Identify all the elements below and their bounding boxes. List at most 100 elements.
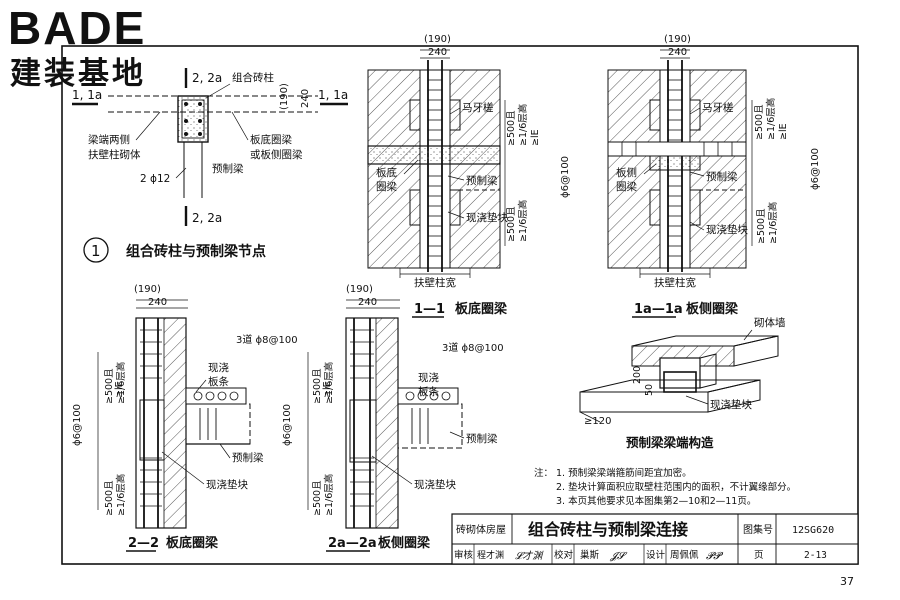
checker-name: 巢斯 [580, 549, 600, 561]
section-mark-2-top: 2, 2a [192, 71, 222, 85]
dim-phi: ϕ6@100 [560, 156, 571, 198]
section-2a-2a: (190) 240 3道 ϕ8@100 现浇 板条 预制梁 现浇垫块 ≥500且 [282, 284, 504, 552]
dim-200: 200 [632, 366, 643, 384]
label-slab-1: 板底 [376, 166, 397, 179]
label-slab-2: 圈梁 [616, 180, 637, 193]
dim-le: ≥lE [322, 381, 333, 398]
section-1-1: (190) 240 马牙槎 板底 圈梁 预制梁 现浇垫块 [367, 34, 571, 318]
section-title: 板底圈梁 [455, 301, 508, 317]
designer-name: 周佩佩 [670, 549, 699, 561]
section-2-2: (190) 240 3道 ϕ8@100 现浇 板条 预制梁 现浇垫块 [72, 284, 298, 552]
reviewer-name: 程才渊 [477, 549, 504, 561]
drawing-category: 砖砌体房屋 [456, 523, 506, 536]
section-title: 板侧圈梁 [378, 535, 431, 551]
section-mark-1-left: 1, 1a [72, 88, 102, 102]
dim-500-lower: ≥500且 [756, 208, 767, 244]
title-block: 砖砌体房屋 组合砖柱与预制梁连接 图集号 12SG620 审核 程才渊 𝓛才渊 … [451, 513, 859, 565]
review-label: 审核 [454, 549, 474, 561]
dim-16-upper: ≥1/6层高 [115, 362, 127, 404]
label-maya: 马牙槎 [702, 101, 734, 114]
label-slab-2: 圈梁 [376, 180, 397, 193]
label-strip-1: 现浇 [208, 361, 229, 374]
dim-190: (190) [664, 34, 691, 45]
label-ring-2: 或板侧圈梁 [250, 148, 303, 161]
dim-500-upper: ≥500且 [506, 110, 517, 146]
label-precast: 预制梁 [706, 170, 738, 183]
label-pad: 现浇垫块 [466, 211, 508, 224]
dim-phi: ϕ6@100 [72, 404, 83, 446]
label-precast: 预制梁 [466, 174, 498, 187]
dim-240: 240 [358, 297, 377, 308]
dim-le: ≥lE [530, 129, 541, 146]
detail-1-number: 1 [91, 242, 101, 260]
label-maya: 马牙槎 [462, 101, 494, 114]
label-composite-column: 组合砖柱 [232, 71, 274, 84]
section-number: 1a—1a [634, 302, 683, 317]
notes: 注： 1. 预制梁梁端箍筋间距宜加密。 2. 垫块计算面积应取壁柱范围内的面积，… [534, 467, 796, 507]
dim-16-lower: ≥1/6层高 [323, 474, 335, 516]
label-wall-2: 扶壁柱砌体 [88, 148, 141, 161]
detail-title: 预制梁梁端构造 [626, 435, 714, 450]
page-number: 37 [840, 575, 854, 588]
dim-240: 240 [300, 89, 311, 108]
label-precast: 预制梁 [212, 162, 244, 175]
dim-500-upper: ≥500且 [312, 368, 323, 404]
dim-190: (190) [346, 284, 373, 295]
label-pad: 现浇垫块 [706, 223, 748, 236]
atlas-label: 图集号 [743, 523, 773, 536]
dim-50: 50 [644, 384, 655, 396]
designer-signature: 𝓟𝓟 [706, 551, 723, 562]
label-stirrup: 3道 ϕ8@100 [236, 333, 298, 346]
dim-16-lower: ≥1/6层高 [517, 200, 529, 242]
dim-16-upper: ≥1/6层高 [517, 104, 529, 146]
label-strip-2: 板条 [418, 385, 439, 398]
section-number: 1—1 [414, 302, 445, 317]
dim-16-lower: ≥1/6层高 [767, 202, 779, 244]
note-item: 3. 本页其他要求见本图集第2—10和2—11页。 [556, 495, 756, 507]
dim-500-upper: ≥500且 [754, 104, 765, 140]
check-label: 校对 [554, 549, 574, 561]
dim-240: 240 [668, 47, 687, 58]
dim-120: ≥120 [584, 416, 611, 427]
page-label: 页 [754, 550, 764, 561]
section-mark-2-bottom: 2, 2a [192, 211, 222, 225]
reviewer-signature: 𝓛才渊 [515, 550, 544, 562]
section-title: 板底圈梁 [166, 535, 219, 551]
label-precast: 预制梁 [466, 432, 498, 445]
section-number: 2a—2a [328, 536, 377, 551]
label-precast: 预制梁 [232, 451, 264, 464]
page-code: 2-13 [804, 550, 827, 561]
dim-500-lower: ≥500且 [506, 206, 517, 242]
section-number: 2—2 [128, 536, 159, 551]
label-wall-1: 梁端两侧 [88, 133, 130, 146]
note-item: 1. 预制梁梁端箍筋间距宜加密。 [556, 467, 692, 479]
dim-le: ≥lE [114, 381, 125, 398]
label-wall: 砌体墙 [754, 316, 786, 329]
dim-le: ≥lE [778, 123, 789, 140]
detail-1-title: 组合砖柱与预制梁节点 [126, 243, 266, 260]
detail-1-plan: 2, 2a 1, 1a 1, 1a 2, 2a 组合砖柱 (190) 240 梁… [72, 68, 348, 263]
design-label: 设计 [646, 549, 666, 561]
dim-190: (190) [279, 83, 290, 110]
dim-16-upper: ≥1/6层高 [323, 362, 335, 404]
section-mark-1-right: 1, 1a [318, 88, 348, 102]
dim-190: (190) [134, 284, 161, 295]
label-stirrup: 3道 ϕ8@100 [442, 341, 504, 354]
label-width: 扶壁柱宽 [414, 276, 456, 289]
section-1a-1a: (190) 240 马牙槎 板侧 圈梁 预制梁 现浇垫块 [607, 34, 821, 318]
dim-16-upper: ≥1/6层高 [765, 98, 777, 140]
dim-500-upper: ≥500且 [104, 368, 115, 404]
label-slab-1: 板侧 [616, 166, 637, 179]
dim-190: (190) [424, 34, 451, 45]
notes-prefix: 注： [534, 467, 553, 479]
label-strip-2: 板条 [208, 375, 229, 388]
dim-500-lower: ≥500且 [104, 480, 115, 516]
label-ring-1: 板底圈梁 [250, 133, 292, 146]
label-pad: 现浇垫块 [710, 398, 752, 411]
label-width: 扶壁柱宽 [654, 276, 696, 289]
dim-16-lower: ≥1/6层高 [115, 474, 127, 516]
label-pad: 现浇垫块 [206, 478, 248, 491]
label-strip-1: 现浇 [418, 371, 439, 384]
beam-end-detail: 砌体墙 200 50 ≥120 现浇垫块 预制梁梁端构造 [579, 316, 786, 450]
